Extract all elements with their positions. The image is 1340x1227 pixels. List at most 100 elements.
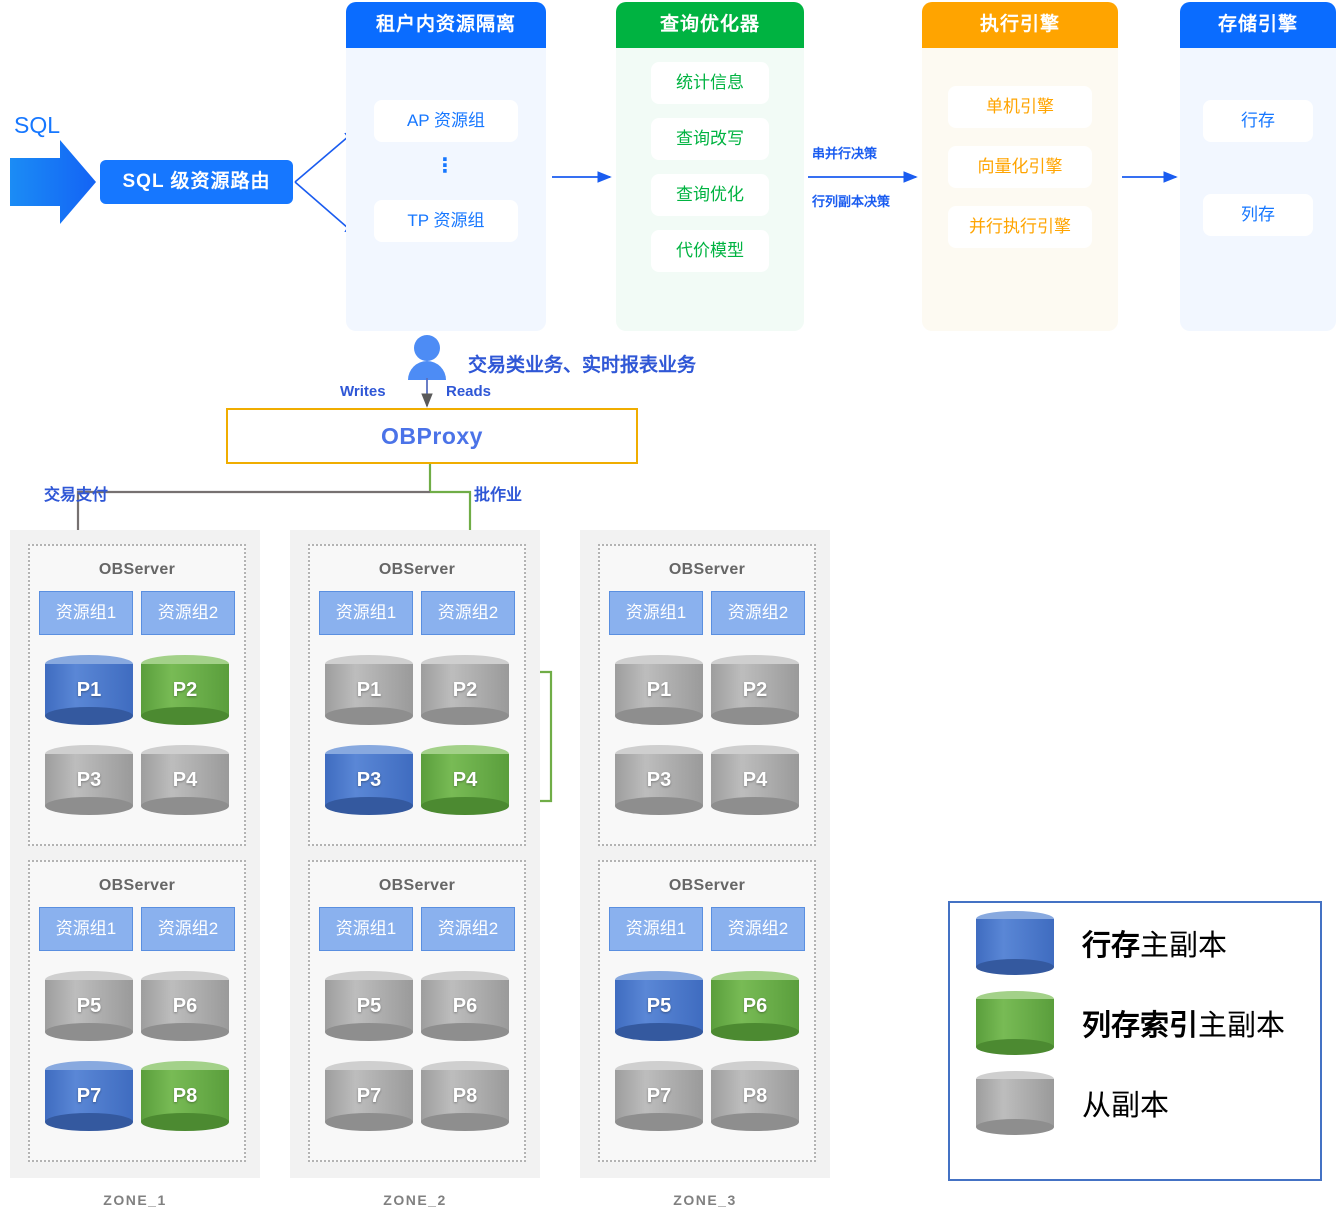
partition-replica[interactable]: P4 <box>711 745 799 815</box>
cylinder-bottom <box>325 1113 413 1131</box>
panel-execution-engine: 执行引擎 单机引擎 向量化引擎 并行执行引擎 <box>922 2 1118 331</box>
resource-group-box[interactable]: 资源组2 <box>141 907 235 951</box>
legend-label: 从副本 <box>1082 1082 1169 1124</box>
chip-statistics[interactable]: 统计信息 <box>651 62 769 104</box>
partition-label: P1 <box>356 678 382 701</box>
resource-group-box[interactable]: 资源组2 <box>711 907 805 951</box>
cylinder-bottom <box>711 707 799 725</box>
zone-label: ZONE_1 <box>103 1192 167 1208</box>
chip-vectorized-engine[interactable]: 向量化引擎 <box>948 146 1092 188</box>
partition-label: P7 <box>646 1084 672 1107</box>
partition-label: P1 <box>76 678 102 701</box>
partition-replica[interactable]: P6 <box>711 971 799 1041</box>
cylinder-bottom <box>421 1113 509 1131</box>
legend-label-emphasis: 行存 <box>1082 930 1141 962</box>
label-row-column-replica-decision: 行列副本决策 <box>812 194 891 209</box>
panel-query-optimizer: 查询优化器 统计信息 查询改写 查询优化 代价模型 <box>616 2 804 331</box>
partition-replica[interactable]: P7 <box>325 1061 413 1131</box>
chip-tp-resource-group[interactable]: TP 资源组 <box>374 200 518 242</box>
panel-optimizer-title: 查询优化器 <box>616 2 804 48</box>
observer-title: OBServer <box>378 561 456 578</box>
partition-replica[interactable]: P8 <box>711 1061 799 1131</box>
partition-replica[interactable]: P4 <box>421 745 509 815</box>
partition-replica[interactable]: P5 <box>325 971 413 1041</box>
partition-label: P8 <box>452 1084 478 1107</box>
chip-standalone-engine[interactable]: 单机引擎 <box>948 86 1092 128</box>
partition-label: P4 <box>452 768 478 791</box>
partition-replica[interactable]: P6 <box>421 971 509 1041</box>
label-transaction-payment: 交易支付 <box>44 487 109 504</box>
chip-query-optimization[interactable]: 查询优化 <box>651 174 769 216</box>
partition-replica[interactable]: P8 <box>141 1061 229 1131</box>
partition-replica[interactable]: P3 <box>45 745 133 815</box>
partition-label: P5 <box>646 994 672 1017</box>
zone-container: OBServer 资源组1 资源组2 P1 P2 P3 <box>10 530 260 1178</box>
user-icon <box>408 335 446 380</box>
resource-group-box[interactable]: 资源组1 <box>39 907 133 951</box>
observer-box: OBServer 资源组1 资源组2 P5 P6 P7 <box>308 860 526 1162</box>
legend-cylinder-gray <box>976 1071 1054 1135</box>
chip-parallel-execution-engine[interactable]: 并行执行引擎 <box>948 206 1092 248</box>
resource-group-box[interactable]: 资源组1 <box>319 907 413 951</box>
chip-ap-resource-group[interactable]: AP 资源组 <box>374 100 518 142</box>
partition-replica[interactable]: P6 <box>141 971 229 1041</box>
partition-replica[interactable]: P7 <box>45 1061 133 1131</box>
partition-replica[interactable]: P5 <box>45 971 133 1041</box>
cylinder-bottom <box>615 1113 703 1131</box>
partition-replica[interactable]: P2 <box>141 655 229 725</box>
observer-title: OBServer <box>668 561 746 578</box>
partition-label: P2 <box>742 678 768 701</box>
partition-label: P6 <box>742 994 768 1017</box>
resource-group-box[interactable]: 资源组1 <box>609 591 703 635</box>
partition-label: P8 <box>172 1084 198 1107</box>
chip-column-store[interactable]: 列存 <box>1203 194 1313 236</box>
sql-level-resource-routing-box[interactable]: SQL 级资源路由 <box>100 160 293 204</box>
obproxy-box[interactable]: OBProxy <box>226 408 638 464</box>
resource-group-box[interactable]: 资源组2 <box>421 591 515 635</box>
legend-label-rest: 从副本 <box>1082 1090 1170 1122</box>
partition-label: P2 <box>172 678 198 701</box>
zone-label: ZONE_3 <box>673 1192 737 1208</box>
cylinder-bottom <box>976 1039 1054 1055</box>
partition-replica[interactable]: P1 <box>615 655 703 725</box>
cylinder-bottom <box>141 1023 229 1041</box>
partition-label: P5 <box>356 994 382 1017</box>
resource-group-box[interactable]: 资源组2 <box>711 591 805 635</box>
resource-group-box[interactable]: 资源组1 <box>319 591 413 635</box>
cylinder-bottom <box>325 707 413 725</box>
cylinder-bottom <box>615 707 703 725</box>
label-reads: Reads <box>446 383 492 400</box>
partition-replica[interactable]: P5 <box>615 971 703 1041</box>
legend-label: 列存索引主副本 <box>1082 1002 1285 1044</box>
partition-replica[interactable]: P4 <box>141 745 229 815</box>
resource-group-box[interactable]: 资源组1 <box>39 591 133 635</box>
cylinder-bottom <box>141 1113 229 1131</box>
observer-title: OBServer <box>98 561 176 578</box>
cylinder-bottom <box>615 797 703 815</box>
resource-group-box[interactable]: 资源组1 <box>609 907 703 951</box>
panel-storage-title: 存储引擎 <box>1180 2 1336 48</box>
partition-replica[interactable]: P3 <box>615 745 703 815</box>
chip-row-store[interactable]: 行存 <box>1203 100 1313 142</box>
partition-label: P2 <box>452 678 478 701</box>
partition-replica[interactable]: P8 <box>421 1061 509 1131</box>
partition-label: P3 <box>76 768 102 791</box>
partition-replica[interactable]: P7 <box>615 1061 703 1131</box>
partition-replica[interactable]: P3 <box>325 745 413 815</box>
cylinder-bottom <box>711 1023 799 1041</box>
partition-replica[interactable]: P2 <box>711 655 799 725</box>
legend-label-rest: 主副本 <box>1140 930 1228 962</box>
partition-label: P6 <box>172 994 198 1017</box>
cylinder-bottom <box>421 707 509 725</box>
cylinder-bottom <box>45 1113 133 1131</box>
partition-label: P5 <box>76 994 102 1017</box>
cylinder-bottom <box>421 1023 509 1041</box>
resource-group-box[interactable]: 资源组2 <box>141 591 235 635</box>
partition-replica[interactable]: P1 <box>325 655 413 725</box>
zone-label: ZONE_2 <box>383 1192 447 1208</box>
partition-replica[interactable]: P2 <box>421 655 509 725</box>
partition-replica[interactable]: P1 <box>45 655 133 725</box>
chip-query-rewrite[interactable]: 查询改写 <box>651 118 769 160</box>
chip-cost-model[interactable]: 代价模型 <box>651 230 769 272</box>
resource-group-box[interactable]: 资源组2 <box>421 907 515 951</box>
